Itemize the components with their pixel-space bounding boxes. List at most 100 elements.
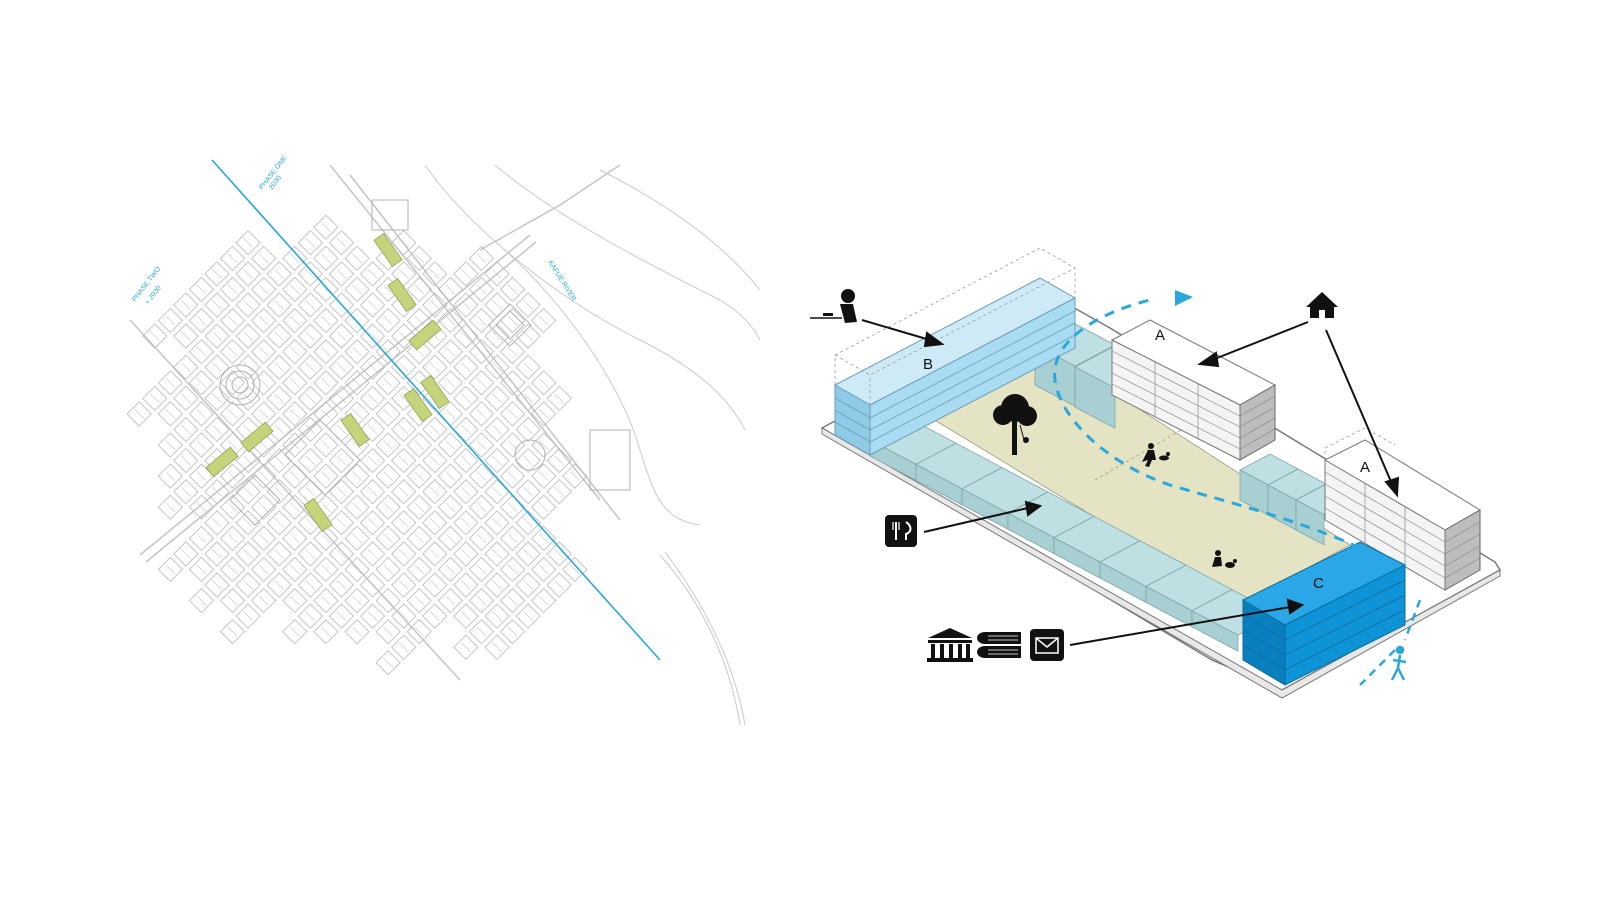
city-block [359, 447, 386, 474]
city-block [499, 463, 526, 489]
mail-icon [1030, 629, 1064, 661]
city-block [531, 432, 557, 458]
city-block-subdivision [461, 611, 471, 621]
city-block-subdivision [243, 518, 253, 528]
city-block [375, 432, 401, 458]
city-block [173, 323, 199, 349]
city-block-subdivision [352, 533, 362, 544]
city-block [453, 323, 479, 349]
city-block-subdivision [507, 378, 518, 388]
city-block [251, 339, 277, 365]
city-block [235, 541, 261, 567]
city-block-subdivision [367, 549, 378, 559]
callout-arrows [861, 319, 1400, 646]
city-block-subdivision [336, 580, 347, 590]
city-block-subdivision [507, 564, 518, 575]
green-park [240, 421, 274, 453]
city-block [157, 370, 183, 396]
city-block [468, 494, 495, 520]
city-block [142, 385, 168, 411]
city-block [188, 587, 215, 614]
city-block [468, 339, 495, 365]
city-block-subdivision [212, 580, 222, 590]
city-block [266, 572, 292, 598]
city-block-subdivision [352, 564, 362, 575]
city-block [282, 556, 308, 583]
city-block-subdivision [445, 440, 456, 450]
city-block [437, 556, 463, 583]
river-edge-lines [424, 164, 761, 726]
city-block-subdivision [258, 346, 269, 357]
city-block-subdivision [227, 409, 238, 419]
city-block [391, 447, 417, 474]
city-block-subdivision [523, 486, 533, 497]
city-block [422, 354, 448, 380]
city-block [282, 276, 308, 303]
city-block [235, 603, 261, 629]
city-block-subdivision [212, 300, 222, 310]
city-block [204, 354, 230, 380]
city-block-subdivision [243, 486, 253, 497]
city-block-subdivision [538, 409, 549, 419]
city-block-subdivision [321, 253, 331, 264]
city-block [157, 556, 183, 583]
city-block-subdivision [492, 455, 502, 466]
ground-block-back-front [1074, 366, 1116, 429]
city-block [437, 463, 463, 489]
city-block [219, 307, 246, 334]
city-block [188, 525, 215, 551]
city-block [297, 354, 323, 380]
city-block [157, 401, 183, 427]
city-block-subdivision [445, 315, 456, 326]
city-block [562, 556, 588, 583]
person-petting-dog-icon [1212, 550, 1237, 568]
city-block-subdivision [274, 549, 285, 559]
city-block [499, 401, 526, 427]
city-block [251, 463, 277, 489]
city-block-subdivision [414, 378, 425, 388]
city-block-subdivision [461, 362, 471, 372]
city-block-subdivision [414, 502, 425, 512]
city-block-subdivision [492, 300, 502, 310]
city-block-subdivision [414, 315, 425, 326]
city-block [157, 432, 183, 458]
city-block-subdivision [414, 440, 425, 450]
city-block-subdivision [367, 269, 378, 279]
city-block-subdivision [212, 269, 222, 279]
city-block [484, 354, 510, 380]
city-block [375, 587, 401, 614]
city-block [204, 510, 230, 536]
city-block-subdivision [461, 580, 471, 590]
city-block [515, 416, 541, 443]
city-block [453, 603, 479, 629]
city-block-subdivision [383, 315, 393, 326]
city-block-subdivision [227, 595, 238, 606]
city-block [546, 479, 572, 505]
city-block [235, 323, 261, 349]
city-block-subdivision [181, 331, 191, 341]
city-block [391, 634, 417, 660]
city-block-subdivision [290, 533, 300, 544]
city-block-subdivision [243, 331, 253, 341]
city-block [359, 292, 386, 318]
city-block-subdivision [352, 502, 362, 512]
block-c: C [1241, 541, 1407, 686]
city-block [468, 556, 495, 583]
city-block [406, 525, 432, 551]
green-park [303, 497, 333, 533]
city-block-subdivision [274, 455, 285, 466]
city-block-subdivision [243, 424, 253, 435]
city-block [515, 323, 541, 349]
city-block [251, 587, 277, 614]
city-block [375, 525, 401, 551]
city-block-subdivision [492, 269, 502, 279]
city-block [515, 354, 541, 380]
city-block-subdivision [196, 440, 207, 450]
city-block [437, 587, 463, 614]
city-block-subdivision [243, 237, 253, 248]
city-block [188, 307, 215, 334]
city-block-subdivision [336, 549, 347, 559]
city-block-subdivision [383, 471, 393, 481]
person-playing-with-dog-icon [1142, 443, 1170, 467]
city-block [251, 401, 277, 427]
